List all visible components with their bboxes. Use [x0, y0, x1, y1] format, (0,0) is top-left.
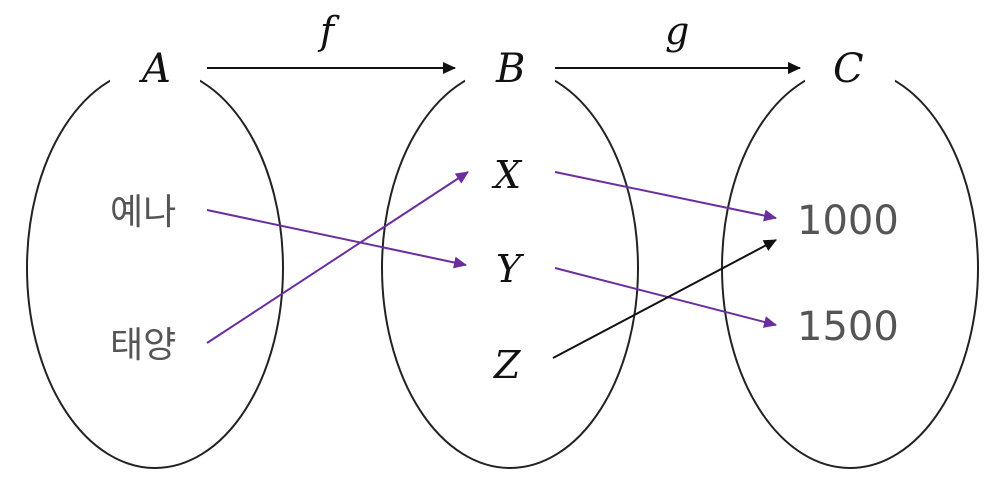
set-label-b: B — [495, 46, 525, 92]
element-c-1000: 1000 — [797, 198, 899, 244]
element-a-taeyang: 태양 — [110, 325, 176, 366]
element-a-yena: 예나 — [110, 192, 176, 233]
map-label-f: f — [317, 9, 340, 53]
mapping-y-to-1500 — [554, 267, 777, 328]
set-label-a: A — [138, 46, 171, 92]
mapping-yena-to-y — [206, 209, 467, 269]
element-c-1500: 1500 — [797, 304, 899, 350]
element-b-z: Z — [493, 343, 521, 387]
map-label-g: g — [665, 9, 689, 53]
set-c-oval — [721, 67, 979, 469]
mapping-taeyang-to-x — [206, 171, 469, 344]
set-label-c: C — [833, 46, 864, 92]
element-b-x: X — [491, 153, 523, 197]
mapping-x-to-1000 — [554, 171, 777, 222]
mapping-z-to-1000 — [552, 239, 777, 359]
set-a-oval — [26, 67, 284, 469]
element-b-y: Y — [496, 247, 525, 291]
